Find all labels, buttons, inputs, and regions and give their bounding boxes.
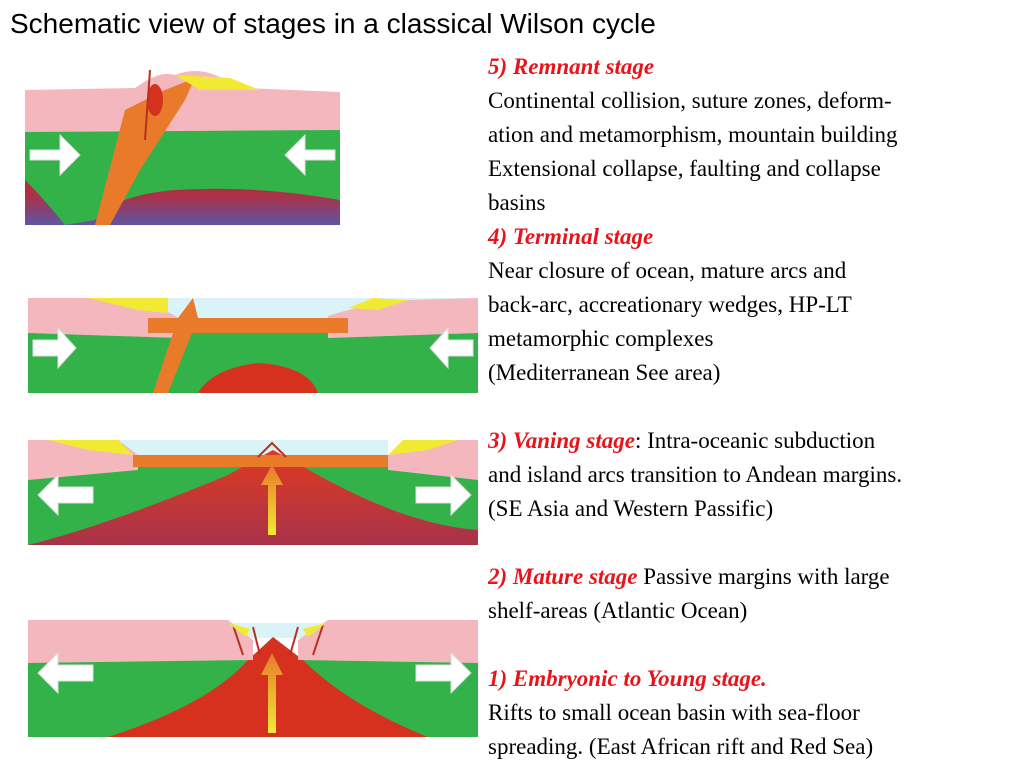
continental-crust-right	[298, 620, 478, 663]
stage-descriptions: 5) Remnant stage Continental collision, …	[488, 50, 1018, 764]
stage-title: 2) Mature stage	[488, 564, 638, 589]
stage-body-line: shelf-areas (Atlantic Ocean)	[488, 598, 748, 623]
arrow-divergent-icon	[37, 651, 94, 695]
stage-body-line: metamorphic complexes	[488, 326, 714, 351]
stage-body-line: back-arc, accreationary wedges, HP-LT	[488, 292, 852, 317]
sediment-wedge-left	[228, 623, 250, 637]
stage-body-line: Rifts to small ocean basin with sea-floo…	[488, 700, 860, 725]
stage-body-line: spreading. (East African rift and Red Se…	[488, 734, 874, 759]
continental-crust-left	[28, 620, 253, 663]
sea-layer	[118, 440, 388, 455]
stage-title: 1) Embryonic to Young stage.	[488, 666, 767, 691]
arrow-convergent-icon	[32, 326, 77, 370]
stage-title: 5) Remnant stage	[488, 54, 655, 79]
stage-body-line: Continental collision, suture zones, def…	[488, 88, 892, 113]
arrow-divergent-icon	[415, 473, 472, 517]
stage-title: 4) Terminal stage	[488, 224, 654, 249]
slide-title: Schematic view of stages in a classical …	[10, 8, 656, 39]
sediment-wedge-right	[348, 298, 408, 310]
stage-body-line: and island arcs transition to Andean mar…	[488, 462, 903, 487]
sediment-wedge-right	[303, 623, 326, 637]
stage-body-line: (Mediterranean See area)	[488, 360, 721, 385]
magma-body	[147, 84, 163, 116]
stage-title: 3) Vaning stage	[488, 428, 635, 453]
mantle-layer	[28, 450, 478, 545]
stage-mature: 2) Mature stage Passive margins with lar…	[488, 560, 1018, 628]
arrow-convergent-icon	[284, 133, 336, 177]
diagram-terminal-stage	[28, 298, 478, 393]
stage-body-line: (SE Asia and Western Passific)	[488, 496, 774, 521]
diagram-embryonic-stage	[28, 620, 478, 737]
diagram-remnant-stage	[25, 69, 340, 225]
suture-fault	[144, 69, 151, 141]
oceanic-crust-layer	[148, 318, 348, 333]
sediment-wedge	[175, 75, 260, 90]
stage-embryonic: 1) Embryonic to Young stage. Rifts to sm…	[488, 662, 1018, 764]
rift-faults	[232, 624, 324, 656]
stage-body-inline: Passive margins with large	[643, 564, 890, 589]
mantle-upwelling-arrow-icon	[261, 465, 283, 535]
sediment-wedge-right	[388, 440, 458, 455]
subducting-slab	[153, 298, 198, 393]
arrow-convergent-icon	[29, 133, 81, 177]
mid-ocean-ridge	[257, 441, 287, 458]
mantle-upwelling-arrow-icon	[261, 653, 283, 733]
stage-body-line: basins	[488, 190, 546, 215]
diagram-vaning-stage	[28, 440, 478, 545]
arrow-divergent-icon	[415, 651, 472, 695]
mantle-upwelling	[198, 363, 318, 393]
stage-vaning: 3) Vaning stage: Intra-oceanic subductio…	[488, 424, 1018, 526]
stage-body-line: Near closure of ocean, mature arcs and	[488, 258, 847, 283]
stage-body-inline: Intra-oceanic subduction	[647, 428, 876, 453]
sediment-wedge-left	[48, 440, 133, 455]
stage-body-line: Extensional collapse, faulting and colla…	[488, 156, 881, 181]
stage-terminal: 4) Terminal stage Near closure of ocean,…	[488, 220, 1018, 390]
oceanic-crust-layer	[133, 455, 388, 467]
arrow-divergent-icon	[37, 473, 94, 517]
arrow-convergent-icon	[429, 326, 474, 370]
stage-separator: :	[634, 428, 648, 453]
stage-body-line: ation and metamorphism, mountain buildin…	[488, 122, 898, 147]
sediment-wedge-left	[88, 298, 168, 313]
stage-remnant: 5) Remnant stage Continental collision, …	[488, 50, 1018, 220]
subducted-slab	[95, 78, 195, 225]
sea-layer	[228, 623, 328, 638]
